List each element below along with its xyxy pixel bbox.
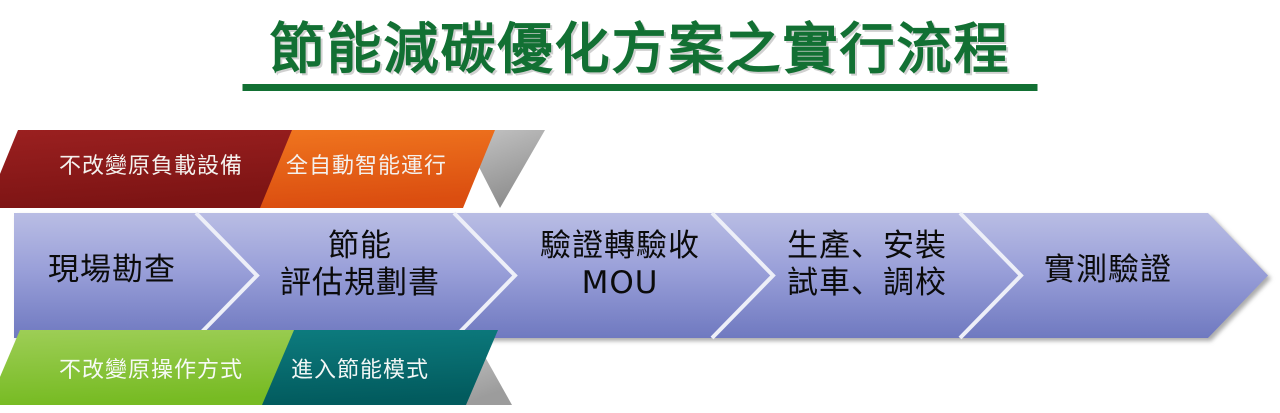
process-step-3[interactable]: 驗證轉驗收 MOU: [512, 228, 728, 301]
top-banner-label-1: 不改變原負載設備: [59, 154, 244, 179]
process-step-1-line-1: 現場勘查: [48, 252, 176, 288]
bottom-banner-label-2: 進入節能模式: [291, 358, 430, 383]
process-flow-diagram: [14, 211, 1268, 340]
process-step-2-line-1: 節能: [328, 228, 392, 264]
process-step-2[interactable]: 節能 評估規劃書: [262, 228, 458, 301]
process-step-3-line-1: 驗證轉驗收: [540, 228, 700, 264]
top-banner-label-2: 全自動智能運行: [286, 154, 448, 179]
page-title-text: 節能減碳優化方案之實行流程: [269, 17, 1011, 81]
bottom-banner-label-1: 不改變原操作方式: [59, 358, 244, 383]
process-step-4-line-1: 生產、安裝: [787, 228, 947, 264]
process-step-1[interactable]: 現場勘查: [28, 252, 196, 289]
page-title-underline: [242, 84, 1038, 91]
process-step-3-line-2: MOU: [581, 264, 659, 301]
top-banner-fold-icon: [460, 130, 545, 208]
process-divider-4: [958, 211, 1024, 340]
process-step-5[interactable]: 實測驗證: [1022, 252, 1194, 289]
process-divider-1: [194, 211, 260, 340]
process-step-4[interactable]: 生產、安裝 試車、調校: [756, 228, 978, 301]
process-bar-body: [14, 213, 1268, 338]
process-divider-2: [452, 211, 518, 340]
process-step-2-line-2: 評估規劃書: [280, 264, 440, 301]
process-step-4-line-2: 試車、調校: [787, 264, 947, 301]
process-divider-3: [710, 211, 776, 340]
page-title: 節能減碳優化方案之實行流程: [0, 16, 1280, 82]
process-step-5-line-1: 實測驗證: [1044, 252, 1172, 288]
